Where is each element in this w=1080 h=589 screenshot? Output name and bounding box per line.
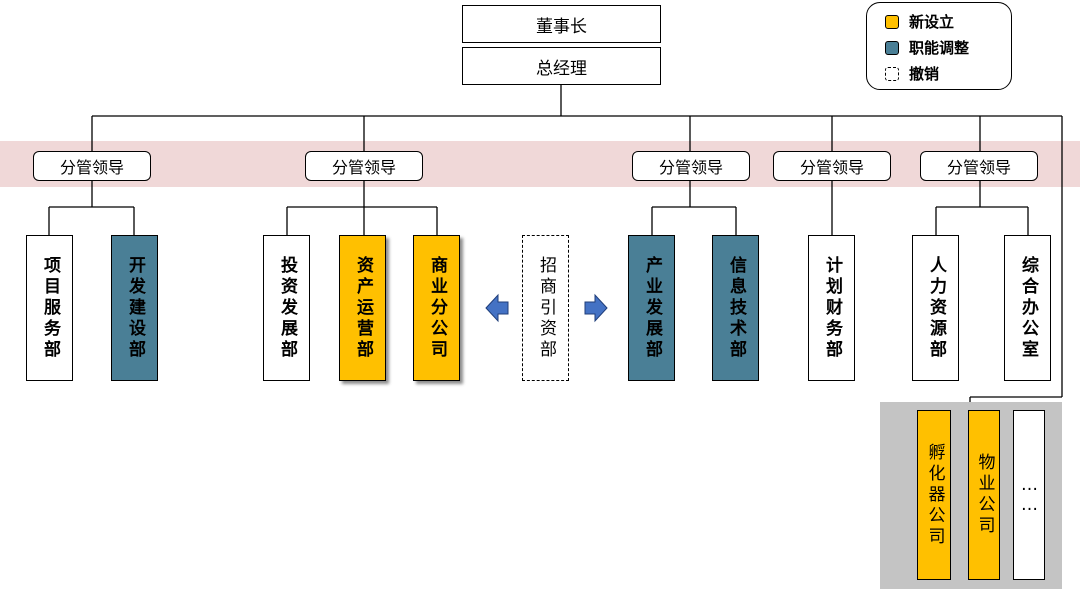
dept-planning-finance: 计划财务部 [808, 235, 855, 381]
dept-industry-dev: 产业发展部 [628, 235, 675, 381]
dept-incubator-co: 孵化器公司 [917, 410, 951, 580]
dept-dev-construction: 开发建设部 [111, 235, 158, 381]
legend: 新设立 职能调整 撤销 [866, 2, 1012, 90]
dept-asset-ops: 资产运营部 [339, 235, 386, 381]
right-arrow-icon [584, 293, 608, 323]
dept-property-co: 物业公司 [968, 410, 1000, 580]
legend-new-swatch [885, 14, 899, 29]
legend-cancelled: 撤销 [885, 63, 939, 84]
legend-adjusted-label: 职能调整 [909, 39, 970, 57]
dept-info-tech: 信息技术部 [712, 235, 759, 381]
legend-adjusted-swatch [885, 40, 899, 55]
dept-investment-attraction: 招商引资部 [522, 235, 569, 381]
dept-commercial-co: 商业分公司 [413, 235, 460, 381]
dept-invest-dev: 投资发展部 [263, 235, 310, 381]
legend-cancelled-label: 撤销 [909, 65, 940, 83]
chairman-box: 董事长 [462, 5, 661, 43]
manager-box-4: 分管领导 [773, 151, 891, 181]
general-manager-box: 总经理 [462, 47, 661, 85]
dept-more-placeholder: …… [1013, 410, 1045, 580]
legend-adjusted: 职能调整 [885, 37, 969, 58]
legend-new: 新设立 [885, 11, 954, 32]
dept-project-service: 项目服务部 [26, 235, 73, 381]
left-arrow-icon [485, 293, 509, 323]
manager-box-1: 分管领导 [33, 151, 151, 181]
legend-new-label: 新设立 [909, 13, 955, 31]
dept-hr: 人力资源部 [912, 235, 959, 381]
manager-box-2: 分管领导 [305, 151, 423, 181]
dept-general-office: 综合办公室 [1004, 235, 1051, 381]
manager-box-3: 分管领导 [632, 151, 750, 181]
legend-cancelled-swatch [885, 66, 899, 81]
manager-band [0, 141, 1080, 187]
manager-box-5: 分管领导 [920, 151, 1038, 181]
